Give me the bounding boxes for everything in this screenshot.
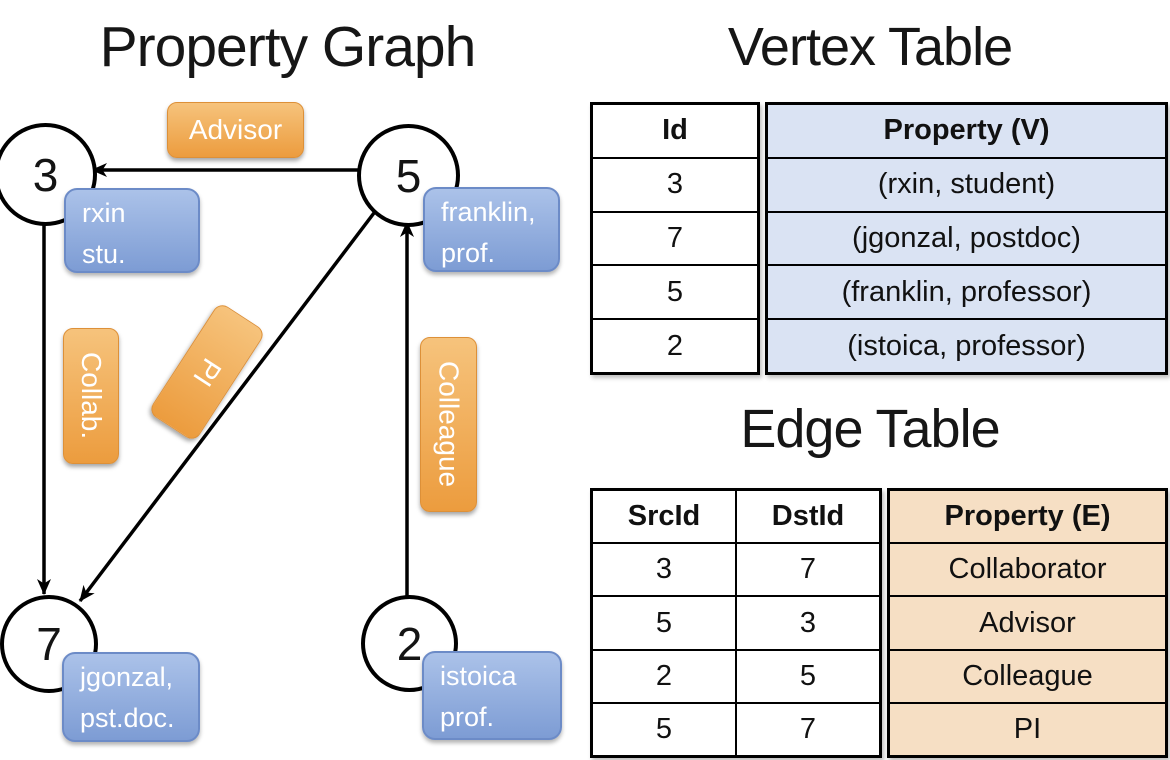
- vertex-prop-istoica: istoica prof.: [422, 651, 562, 740]
- vertex-prop-istoica-line2: prof.: [440, 702, 495, 732]
- vertex-table-property-column: Property (V) (rxin, student) (jgonzal, p…: [765, 102, 1168, 375]
- table-cell: 2: [593, 318, 757, 372]
- vertex-table-title: Vertex Table: [727, 17, 1013, 77]
- edge-label-colleague-text: Colleague: [433, 361, 465, 488]
- vertex-prop-jgonzal: jgonzal, pst.doc.: [62, 652, 200, 742]
- table-cell: 5: [593, 264, 757, 318]
- vertex-prop-rxin: rxin stu.: [64, 188, 200, 273]
- graph-edges-layer: [37, 163, 414, 603]
- table-cell: Advisor: [890, 595, 1165, 648]
- vertex-prop-jgonzal-line2: pst.doc.: [80, 703, 175, 733]
- edge-arrow-pi-5to7: [78, 207, 379, 603]
- edge-label-advisor: Advisor: [167, 102, 304, 158]
- edge-table-id-columns: SrcId DstId 3 7 5 3 2 5 5 7: [590, 488, 882, 758]
- node-2-id: 2: [396, 617, 423, 670]
- edge-label-collab: Collab.: [63, 328, 119, 464]
- vertex-prop-jgonzal-line1: jgonzal,: [80, 662, 174, 692]
- vertex-table-header-property: Property (V): [883, 114, 1050, 147]
- vertex-prop-istoica-line1: istoica: [440, 661, 517, 691]
- edge-table-property-column: Property (E) Collaborator Advisor Collea…: [887, 488, 1168, 758]
- node-7-id: 7: [36, 618, 62, 670]
- table-cell: 7: [735, 544, 879, 596]
- vertex-table-id-column: Id 3 7 5 2: [590, 102, 760, 375]
- table-cell: 7: [593, 210, 757, 265]
- table-cell: (istoica, professor): [768, 318, 1165, 372]
- table-cell: 5: [735, 650, 879, 702]
- vertex-prop-rxin-line1: rxin: [82, 198, 126, 228]
- table-cell: (jgonzal, postdoc): [768, 210, 1165, 265]
- node-5-id: 5: [395, 149, 422, 202]
- table-cell: (franklin, professor): [768, 264, 1165, 318]
- table-cell: 5: [655, 606, 673, 639]
- table-cell: (rxin, student): [768, 156, 1165, 211]
- vertex-prop-rxin-line2: stu.: [82, 239, 126, 269]
- edge-label-pi-text: PI: [187, 352, 228, 392]
- vertex-prop-franklin: franklin, prof.: [423, 187, 560, 272]
- vertex-table-header-id: Id: [662, 114, 688, 147]
- table-cell: Colleague: [890, 648, 1165, 702]
- vertex-prop-franklin-line1: franklin,: [441, 197, 536, 227]
- table-cell: 3: [735, 597, 879, 649]
- table-cell: 7: [735, 703, 879, 756]
- table-cell: 3: [655, 553, 673, 586]
- edge-table-header-dstid: DstId: [735, 491, 879, 543]
- edge-label-colleague: Colleague: [420, 337, 477, 512]
- edge-table-header-srcid: SrcId: [627, 500, 701, 533]
- edge-label-advisor-text: Advisor: [188, 114, 283, 145]
- table-cell: 3: [593, 156, 757, 211]
- table-cell: Collaborator: [890, 542, 1165, 595]
- vertex-prop-franklin-line2: prof.: [441, 238, 496, 268]
- table-cell: 5: [655, 712, 673, 745]
- edge-label-collab-text: Collab.: [76, 352, 107, 440]
- table-cell: PI: [890, 701, 1165, 755]
- table-cell: 2: [655, 659, 673, 692]
- edge-table-header-property: Property (E): [944, 500, 1111, 533]
- node-3-id: 3: [32, 148, 59, 201]
- property-graph-title: Property Graph: [99, 15, 477, 79]
- edge-table-title: Edge Table: [740, 399, 1000, 459]
